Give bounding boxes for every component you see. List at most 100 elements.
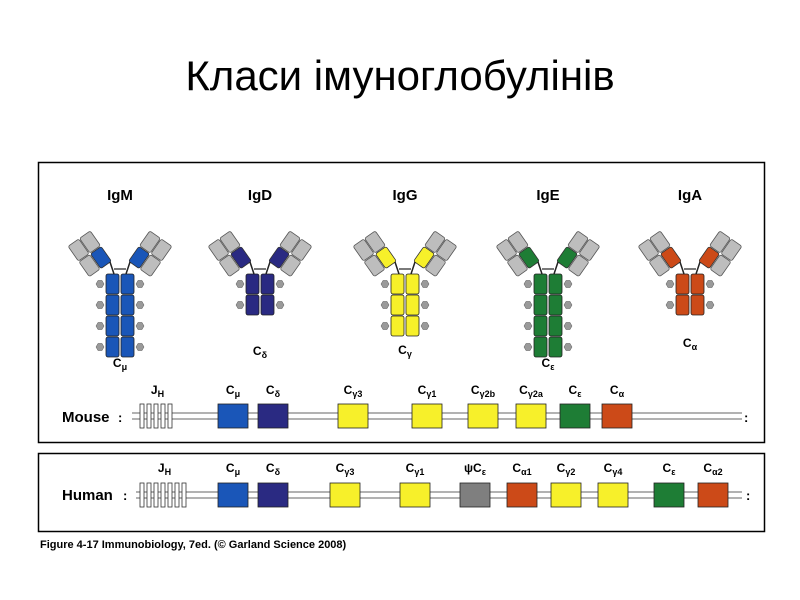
mouse-gene-3-label: Cγ1 [418, 383, 437, 399]
antibody-1-left-vl [208, 239, 229, 261]
human-jh-segment-2 [153, 482, 159, 508]
human-gene-6-label-sub: γ2 [565, 467, 575, 477]
mouse-gene-1-label: Cδ [266, 383, 281, 399]
human-gene-1-label-main: C [266, 461, 275, 475]
human-gene-3 [399, 482, 431, 508]
antibody-3-chain-label: Cε [542, 356, 556, 372]
antibody-1-left-ch1 [230, 246, 252, 269]
mouse-gene-5 [515, 403, 547, 429]
antibody-0-stem-left-1 [105, 294, 120, 316]
antibody-2-stem-right-0 [405, 273, 420, 295]
human-gene-0 [217, 482, 249, 508]
antibody-3-glycan-left-2 [523, 322, 533, 330]
antibody-3-left-arm [496, 231, 540, 277]
human-gene-4-label-sub: ε [482, 467, 487, 477]
antibody-1-hinge-left [249, 261, 255, 275]
antibody-0-glycan-right-1 [135, 301, 145, 309]
mouse-label-colon: : [118, 410, 122, 425]
human-gene-7-label: Cγ4 [604, 461, 623, 477]
antibody-1-stem-left-1 [245, 294, 260, 316]
mouse-gene-7-label-main: C [610, 383, 619, 397]
mouse-locus-end-colon: : [744, 410, 748, 425]
mouse-gene-4 [467, 403, 499, 429]
mouse-gene-2-label: Cγ3 [344, 383, 363, 399]
antibody-4-stem-left-0 [675, 273, 690, 295]
mouse-gene-7 [601, 403, 633, 429]
antibody-2-stem-right-1 [405, 294, 420, 316]
antibody-2-hinge-right [410, 261, 416, 275]
mouse-gene-5-label: Cγ2a [519, 383, 544, 399]
human-label-colon: : [123, 488, 127, 503]
antibody-3-left-ch1 [518, 246, 540, 269]
human-gene-8 [653, 482, 685, 508]
antibody-4-chain-label: Cα [683, 336, 698, 352]
antibody-1-right-ch1 [268, 246, 290, 269]
mouse-gene-1-label-sub: δ [275, 389, 281, 399]
human-gene-1-label-sub: δ [275, 467, 281, 477]
antibody-3-stem-right-0 [548, 273, 563, 295]
antibody-4-name: IgA [678, 187, 702, 204]
antibody-0-chain-label: Cμ [113, 356, 127, 372]
antibody-4-hinge-left [679, 261, 685, 275]
antibody-2-stem-left-2 [390, 315, 405, 337]
antibody-4-left-vl [638, 239, 659, 261]
antibody-1-hinge-right [265, 261, 271, 275]
human-gene-0-label-main: C [226, 461, 235, 475]
human-jh-segment-3 [160, 482, 166, 508]
human-gene-8-label-sub: ε [671, 467, 676, 477]
antibody-4-left-ch1 [660, 246, 682, 269]
mouse-gene-1-label-main: C [266, 383, 275, 397]
mouse-gene-1 [257, 403, 289, 429]
antibody-0-stem-left-2 [105, 315, 120, 337]
antibody-0-name: IgM [107, 187, 133, 204]
antibody-3-stem-left-3 [533, 336, 548, 358]
human-gene-8-label: Cε [663, 461, 677, 477]
human-jh-label: JH [158, 461, 171, 477]
antibody-1-chain-label: Cδ [253, 344, 268, 360]
antibody-3-glycan-right-0 [563, 280, 573, 288]
antibody-4-right-arm [698, 231, 742, 277]
human-locus-end-colon: : [746, 488, 750, 503]
antibody-2-name: IgG [393, 187, 418, 204]
mouse-gene-0-label: Cμ [226, 383, 240, 399]
mouse-gene-6 [559, 403, 591, 429]
antibody-1-left-cl [219, 254, 240, 277]
human-gene-6-label: Cγ2 [557, 461, 576, 477]
antibody-3-left-vh [507, 231, 529, 253]
human-gene-0-label: Cμ [226, 461, 240, 477]
human-jh-label-main: J [158, 461, 165, 475]
antibody-3-right-wrap [556, 231, 600, 277]
human-jh-segment-4 [167, 482, 173, 508]
antibody-2-left-ch1 [375, 246, 397, 269]
mouse-gene-7-label-sub: α [619, 389, 625, 399]
mouse-gene-6-label-sub: ε [577, 389, 582, 399]
antibody-0-left-arm [68, 231, 112, 277]
antibody-3-stem-left-0 [533, 273, 548, 295]
antibody-1-stem-right-1 [260, 294, 275, 316]
antibody-0-glycan-left-1 [95, 301, 105, 309]
mouse-jh-label: JH [151, 383, 164, 399]
antibody-0-right-arm [128, 231, 172, 277]
antibody-4-glycan-right-1 [705, 301, 715, 309]
mouse-jh-label-sub: H [158, 389, 165, 399]
antibody-2-chain-label-main: C [398, 343, 407, 357]
antibody-0-stem-left-3 [105, 336, 120, 358]
human-gene-9-label-main: C [703, 461, 712, 475]
antibody-4-left-arm [638, 231, 682, 277]
antibody-2-right-arm [413, 231, 457, 277]
antibody-0-left-vl [68, 239, 89, 261]
antibody-0-right-vh [139, 231, 161, 253]
figure-caption: Figure 4-17 Immunobiology, 7ed. (© Garla… [40, 539, 347, 551]
antibody-4-stem-right-1 [690, 294, 705, 316]
antibody-4-stem-left-1 [675, 294, 690, 316]
human-gene-5-label: Cα1 [512, 461, 531, 477]
antibody-2-glycan-right-2 [420, 322, 430, 330]
human-gene-2 [329, 482, 361, 508]
human-gene-2-label: Cγ3 [336, 461, 355, 477]
antibody-0-stem-right-1 [120, 294, 135, 316]
antibody-0-stem-right-2 [120, 315, 135, 337]
